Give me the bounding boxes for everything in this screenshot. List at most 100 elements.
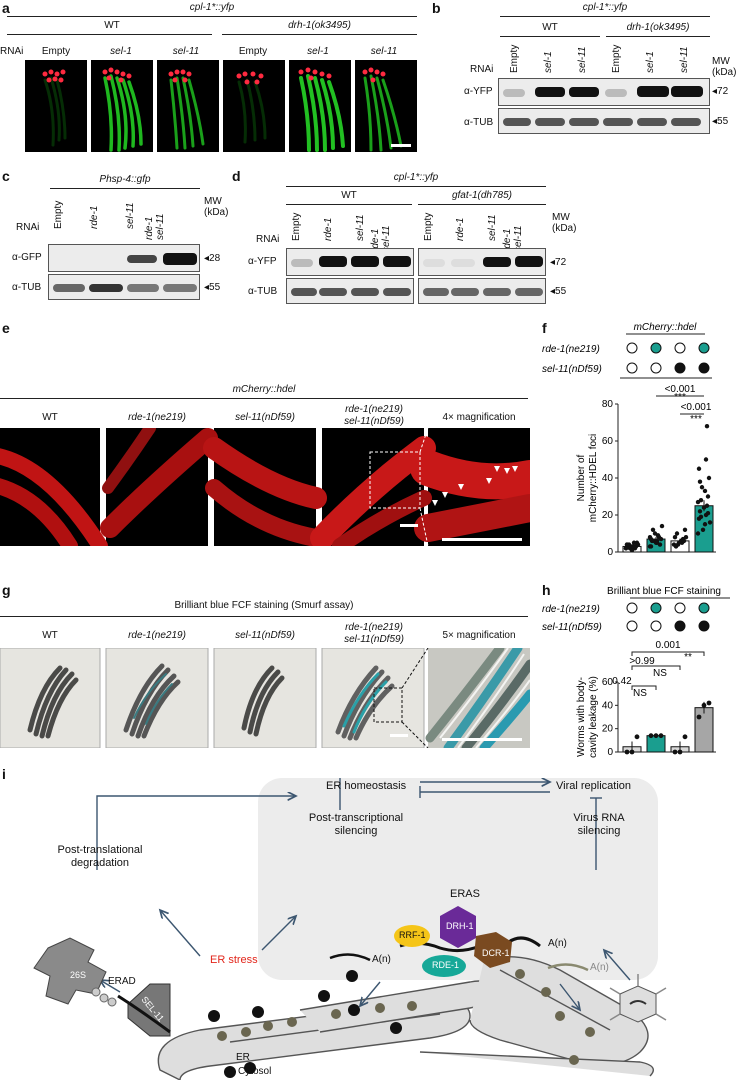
chart-f-point-2-11 [683, 535, 689, 540]
panel-label-c: c [2, 168, 10, 184]
panel-e-title: mCherry::hdel [232, 384, 296, 395]
chart-h-point-0-2 [634, 734, 640, 740]
chart-h-bar-1 [646, 735, 666, 753]
panel-c-lane-4: rde-1 sel-11 [144, 213, 166, 241]
panel-b-group-drh1: drh-1(ok3495) [626, 22, 690, 33]
chart-h-genotype-circle-1-2 [674, 620, 686, 632]
chart-h-point-1-0 [648, 733, 654, 739]
panel-b-title: cpl-1*::yfp [582, 2, 628, 13]
panel-b-row1-mw: ◂72 [712, 86, 729, 97]
chart-h-point-3-2 [706, 700, 712, 706]
panel-d-rnai-label: RNAi [256, 234, 280, 245]
chart-h-ylabel-0: Worms with body- [576, 677, 587, 757]
panel-g-col-2: rde-1(ne219) [128, 630, 186, 641]
chart-h-bar-3 [694, 707, 714, 753]
panel-a-title-line [7, 16, 417, 17]
label-cytosol: Cytosol [238, 1066, 272, 1077]
chart-f-point-1-10 [652, 531, 658, 536]
chart-h-genotype-1: sel-11(nDf59) [542, 622, 602, 633]
chart-h-point-2-1 [677, 749, 683, 755]
label-rde1: RDE-1 [432, 960, 460, 970]
label-post-transcriptional: Post-transcriptional silencing [308, 812, 404, 837]
chart-f-point-3-10 [700, 527, 706, 532]
chart-f-point-3-18 [704, 424, 710, 429]
panel-b-lane-2: sel-1 [543, 51, 554, 73]
chart-f-point-3-4 [697, 509, 703, 514]
panel-d-tub-blot-gfat [418, 278, 546, 304]
chart-f-genotype-1: sel-11(nDf59) [542, 364, 602, 375]
chart-f-point-0-13 [623, 546, 629, 551]
panel-g-col-4: rde-1(ne219) sel-11(nDf59) [344, 622, 404, 645]
panel-label-i: i [2, 766, 6, 782]
panel-e-col-2: rde-1(ne219) [128, 412, 186, 423]
panel-a-group-wt: WT [104, 20, 120, 31]
rrf1-protein [394, 925, 430, 947]
label-erad: ERAD [108, 976, 136, 987]
chart-h-ytick-label-2: 40 [602, 700, 614, 711]
panel-d-lane-5: Empty [423, 212, 434, 241]
panel-b-lane-5: sel-1 [645, 51, 656, 73]
panel-c-tub-blot [48, 274, 200, 300]
chart-f-annot-2: <0.001 [681, 402, 712, 413]
proteasome-icon [33, 937, 107, 1005]
panel-c-row2-antibody: α-TUB [12, 282, 42, 293]
chart-h-genotype-circle-0-0 [626, 602, 638, 614]
chart-f-point-3-15 [696, 466, 702, 471]
panel-g-title: Brilliant blue FCF staining (Smurf assay… [174, 600, 354, 611]
chart-f-ylabel-0: Number of [576, 454, 587, 501]
chart-h-annot-2: >0.99 [629, 656, 655, 667]
chart-h-point-3-1 [701, 702, 707, 708]
panel-a-image-strip [25, 60, 417, 152]
panel-c-lane-3: sel-11 [125, 202, 136, 230]
label-eras: ERAS [450, 888, 480, 900]
panel-d-row1-antibody: α-YFP [248, 256, 277, 267]
chart-f-point-3-7 [705, 494, 711, 499]
eras-box [258, 778, 658, 980]
panel-b-drh1-line [606, 36, 710, 37]
chart-h-point-1-2 [658, 733, 664, 739]
chart-f-genotype-circle-1-2 [674, 362, 686, 374]
panel-g-micrographs [0, 648, 530, 748]
chart-h-ytick-label-0: 0 [607, 747, 613, 758]
panel-d-tub-blot-wt [286, 278, 414, 304]
chart-h-title: Brilliant blue FCF staining [607, 586, 721, 597]
panel-c-row1-antibody: α-GFP [12, 252, 42, 263]
chart-f-genotype-circle-1-3 [698, 362, 710, 374]
chart-f-annot-0: <0.001 [665, 384, 696, 395]
chart-h-genotype-circle-1-1 [650, 620, 662, 632]
chart-f-point-3-19 [698, 514, 704, 520]
label-26s: 26S [70, 970, 87, 980]
label-rrf1: RRF-1 [399, 930, 426, 940]
panel-g-col-5: 5× magnification [442, 630, 516, 641]
label-virus-rna: Virus RNA silencing [573, 812, 625, 837]
chart-f-ylabel-1: mCherry::HDEL foci [588, 434, 599, 523]
panel-d-title-line [286, 186, 546, 187]
chart-f-point-2-6 [674, 531, 680, 536]
chart-f-point-2-10 [676, 540, 682, 545]
label-er: ER [236, 1052, 250, 1063]
panel-e-col-4: rde-1(ne219) sel-11(nDf59) [344, 404, 404, 427]
label-er-stress: ER stress [210, 954, 258, 966]
chart-f-point-3-14 [702, 488, 708, 494]
panel-b-title-line [500, 16, 710, 17]
panel-g-col-1: WT [42, 630, 58, 641]
rde1-protein [422, 955, 466, 977]
panel-b-mw-label: MW (kDa) [712, 56, 737, 78]
panel-b-lane-1: Empty [509, 44, 520, 73]
panel-c-row2-mw: ◂55 [204, 282, 221, 293]
panel-b-lane-6: sel-11 [679, 46, 690, 74]
chart-f-annot-1: *** [674, 392, 686, 403]
chart-f-point-1-9 [658, 536, 664, 542]
panel-label-e: e [2, 320, 10, 336]
chart-h-ytick-label-1: 20 [602, 724, 614, 735]
chart-f-point-3-9 [706, 475, 712, 481]
label-dcr1: DCR-1 [482, 948, 510, 958]
panel-c-rnai-label: RNAi [16, 222, 40, 233]
panel-a-group-drh1: drh-1(ok3495) [288, 20, 351, 31]
chart-h-point-2-2 [682, 734, 688, 740]
panel-d-row1-mw: ◂72 [550, 257, 567, 268]
chart-f-ytick-label-4: 80 [602, 399, 614, 410]
panel-a-drh1-line [222, 34, 417, 35]
chart-h-ylabel-1: cavity leakage (%) [588, 676, 599, 758]
chart-f-point-2-2 [672, 535, 678, 540]
